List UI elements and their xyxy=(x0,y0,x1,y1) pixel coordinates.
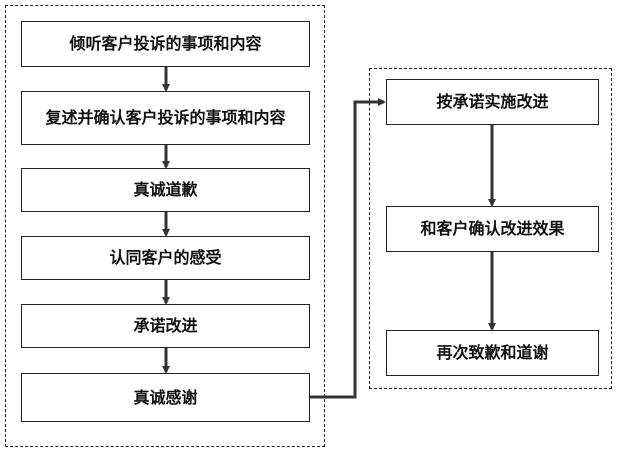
step-acknowledge-feelings: 认同客户的感受 xyxy=(21,236,310,280)
step-restate-confirm: 复述并确认客户投诉的事项和内容 xyxy=(21,91,310,145)
step-listen-complaint: 倾听客户投诉的事项和内容 xyxy=(21,21,310,67)
step-apologize-thank-again: 再次致歉和道谢 xyxy=(386,330,599,376)
step-confirm-effect: 和客户确认改进效果 xyxy=(386,206,599,252)
step-sincere-apology: 真诚道歉 xyxy=(21,168,310,212)
step-promise-improvement: 承诺改进 xyxy=(21,304,310,348)
step-implement-improvement: 按承诺实施改进 xyxy=(386,79,599,125)
step-sincere-thanks: 真诚感谢 xyxy=(21,373,310,422)
